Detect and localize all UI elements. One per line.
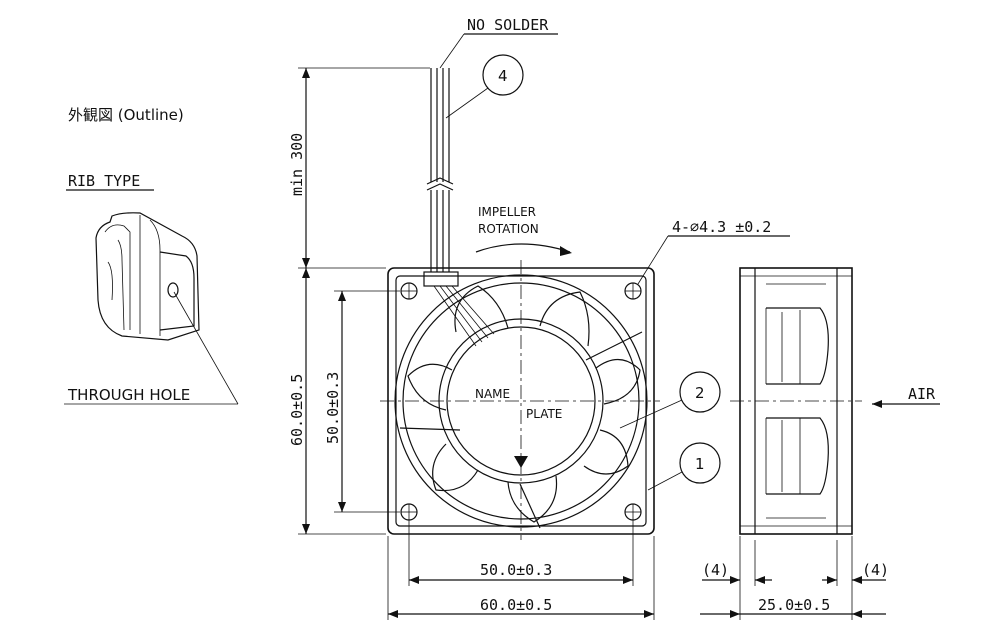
lead-wires [423, 68, 495, 347]
no-solder-label: NO SOLDER [467, 16, 549, 34]
svg-text:4: 4 [498, 67, 508, 85]
dim-width-outer: 60.0±0.5 [480, 596, 552, 614]
dim-flange-left: (4) [702, 561, 729, 579]
name-plate-line1: NAME [475, 387, 510, 401]
callout-4 [482, 54, 524, 96]
impeller-rotation-line1: IMPELLER [478, 205, 536, 219]
rib-detail-illustration [95, 212, 200, 341]
dim-width-inner: 50.0±0.3 [480, 561, 552, 579]
rib-type-label: RIB TYPE [68, 172, 140, 190]
callout-2 [679, 371, 721, 413]
impeller-rotation-line2: ROTATION [478, 222, 539, 236]
outline-title: 外観図 (Outline) [68, 106, 184, 124]
rotation-arrow [475, 243, 571, 253]
dim-height-inner: 50.0±0.3 [324, 372, 342, 444]
through-hole-leader [173, 291, 239, 405]
name-plate-line2: PLATE [526, 407, 562, 421]
callout-1 [679, 442, 721, 484]
lead-length-dim: min 300 [288, 133, 306, 196]
hole-spec-label: 4-∅4.3 ±0.2 [672, 218, 771, 236]
dim-height-outer: 60.0±0.5 [288, 374, 306, 446]
dim-flange-right: (4) [862, 561, 889, 579]
rotation-direction-marker [514, 456, 528, 468]
svg-text:1: 1 [695, 455, 705, 473]
dim-depth: 25.0±0.5 [758, 596, 830, 614]
air-label: AIR [908, 385, 936, 403]
svg-text:2: 2 [695, 384, 705, 402]
through-hole-label: THROUGH HOLE [67, 386, 190, 404]
impeller-blades [407, 285, 641, 523]
